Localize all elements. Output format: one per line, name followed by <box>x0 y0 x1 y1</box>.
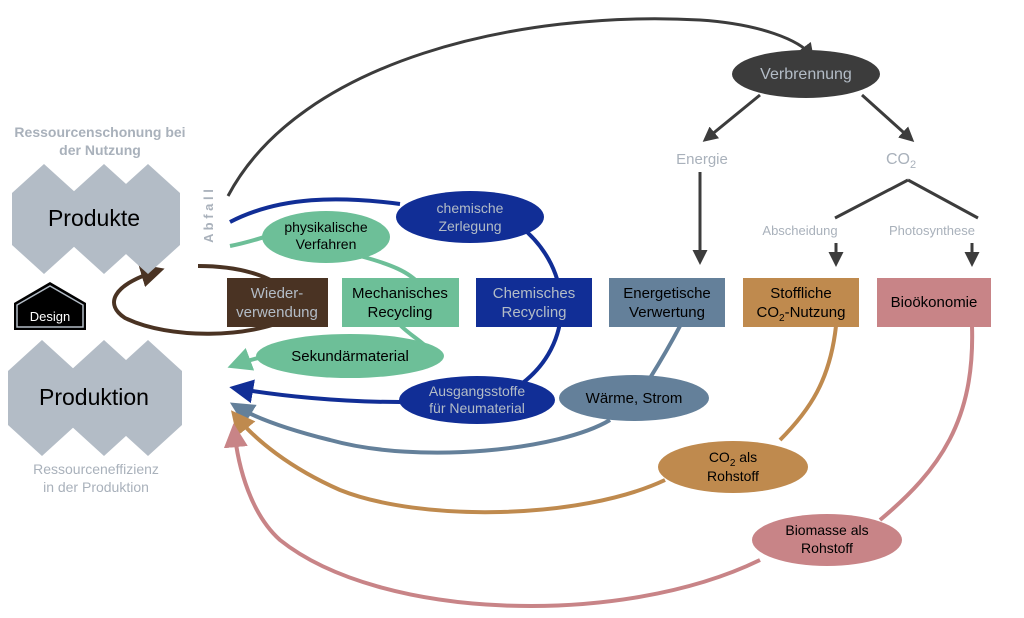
abscheidung-label: Abscheidung <box>762 223 837 238</box>
arrow-wiederverwendung-loop <box>112 264 293 336</box>
arrow-ausgangsstoffe-to-produktion <box>229 379 401 404</box>
produktion-label: Produktion <box>39 384 149 410</box>
verbrennung-label: Verbrennung <box>760 66 852 83</box>
ellipse-biomasse-rohstoff <box>752 514 902 566</box>
design-label: Design <box>30 309 70 324</box>
ellipse-chemische-zerlegung <box>396 191 544 243</box>
biomasse-line1: Biomasse als <box>785 522 868 538</box>
ellipse-verbrennung <box>732 50 880 98</box>
line-abfall-to-chemische <box>229 197 401 224</box>
box-energetische-verwertung <box>609 278 725 327</box>
box-mechanisches-recycling <box>342 278 459 327</box>
ellipse-co2-rohstoff <box>658 441 808 493</box>
chemische-line2: Zerlegung <box>438 218 501 234</box>
arrow-co2rohstoff-to-produktion <box>230 410 666 515</box>
mechanisches-line2: Recycling <box>367 304 432 321</box>
box-wiederverwendung <box>227 278 328 327</box>
line-co2-split <box>834 178 979 220</box>
arrow-biomasse-to-produktion <box>223 423 761 608</box>
caption-ressourcenschonung-2: der Nutzung <box>59 142 141 158</box>
energie-label: Energie <box>676 151 728 168</box>
physikalische-line1: physikalische <box>284 219 367 235</box>
wiederverwendung-line2: verwendung <box>236 304 318 321</box>
box-stoffliche-co2-nutzung <box>743 278 859 327</box>
physikalische-line2: Verfahren <box>296 236 357 252</box>
co2-rohstoff-line1: CO2 als <box>709 449 757 469</box>
biomasse-line2: Rohstoff <box>801 540 853 556</box>
ellipse-ausgangsstoffe <box>399 376 555 424</box>
wiederverwendung-line1: Wieder- <box>251 285 304 302</box>
box-chemisches-recycling <box>476 278 592 327</box>
waerme-label: Wärme, Strom <box>586 390 683 407</box>
ellipse-waerme-strom <box>559 375 709 421</box>
chemische-line1: chemische <box>437 200 504 216</box>
line-biooekonomie-to-biomasse <box>878 325 975 522</box>
design-house <box>14 282 86 330</box>
photosynthese-label: Photosynthese <box>889 223 975 238</box>
stoffliche-line1: Stoffliche <box>770 285 831 302</box>
energetische-line2: Verwertung <box>629 304 705 321</box>
arrow-verbrennung-to-energie <box>702 93 761 142</box>
mechanisches-line1: Mechanisches <box>352 285 448 302</box>
ellipse-physikalische-verfahren <box>262 211 390 263</box>
stoffliche-line2: CO2-Nutzung <box>757 304 846 324</box>
co2-rohstoff-line2: Rohstoff <box>707 468 759 484</box>
caption-ressourceneffizienz-1: Ressourceneffizienz <box>33 461 159 477</box>
caption-ressourceneffizienz-2: in der Produktion <box>43 479 149 495</box>
line-energetische-to-waerme <box>648 325 682 380</box>
ellipse-sekundaermaterial <box>256 334 444 378</box>
box-biooekonomie <box>877 278 991 327</box>
chemisches-line1: Chemisches <box>493 285 576 302</box>
energetische-line1: Energetische <box>623 285 711 302</box>
co2-label: CO2 <box>886 151 916 171</box>
produkte-hexagons <box>12 164 180 274</box>
ausgangsstoffe-line2: für Neumaterial <box>429 400 525 416</box>
biooekonomie-label: Bioökonomie <box>891 294 978 311</box>
arrow-waerme-to-produktion <box>229 402 612 455</box>
abfall-label: A b f a l l <box>201 189 216 243</box>
line-stoffliche-to-co2rohstoff <box>778 325 838 442</box>
arrow-verbrennung-to-co2 <box>860 93 915 143</box>
caption-ressourcenschonung-1: Ressourcenschonung bei <box>14 124 185 140</box>
sekundaer-label: Sekundärmaterial <box>291 348 409 365</box>
arrow-abfall-to-verbrennung <box>226 17 814 197</box>
chemisches-line2: Recycling <box>501 304 566 321</box>
produktion-hexagons <box>8 340 182 456</box>
ausgangsstoffe-line1: Ausgangsstoffe <box>429 383 525 399</box>
produkte-label: Produkte <box>48 205 140 231</box>
